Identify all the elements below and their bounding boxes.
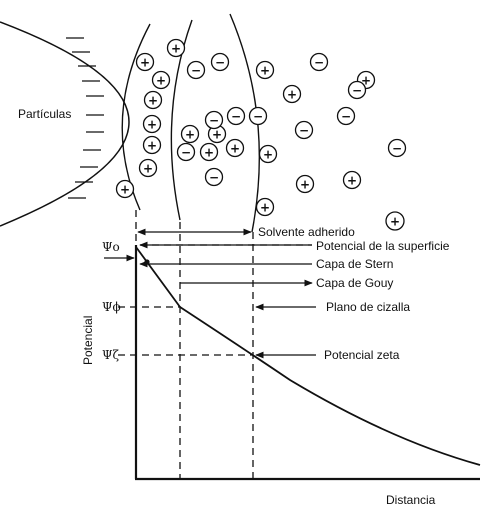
ion-sign: + <box>287 87 297 101</box>
negative-ion: − <box>347 80 367 100</box>
negative-ion: − <box>226 106 246 126</box>
y-axis-label: Potencial <box>81 316 95 365</box>
positive-ion: + <box>342 170 362 190</box>
ion-sign: + <box>147 138 157 152</box>
ion-sign: + <box>140 55 150 69</box>
ion-sign: + <box>390 215 400 229</box>
ion-sign: − <box>209 170 219 184</box>
negative-ion: − <box>186 60 206 80</box>
positive-ion: + <box>115 179 135 199</box>
positive-ion: + <box>199 142 219 162</box>
ion-sign: + <box>260 200 270 214</box>
ion-sign: + <box>171 41 181 55</box>
ion-sign: + <box>212 127 222 141</box>
negative-ion: − <box>294 120 314 140</box>
psi-0-label: Ψo <box>102 240 120 254</box>
positive-ion: + <box>225 138 245 158</box>
positive-ion: + <box>142 135 162 155</box>
particles-label: Partículas <box>18 107 71 121</box>
negative-ion: − <box>204 167 224 187</box>
ions-group: +++++++++++++++++++−−−−−−−−−−−− <box>115 38 407 217</box>
positive-ion: + <box>166 38 186 58</box>
positive-ion: + <box>207 124 227 144</box>
solvent-adhered-label: Solvente adherido <box>258 225 355 239</box>
positive-ion: + <box>255 60 275 80</box>
ion-sign: + <box>120 182 130 196</box>
negative-ion: − <box>248 106 268 126</box>
zeta-potential-label: Potencial zeta <box>324 348 400 362</box>
stern-potential-dot <box>144 259 150 265</box>
ion-sign: + <box>260 63 270 77</box>
negative-ion: − <box>204 110 224 130</box>
negative-ion: − <box>176 142 196 162</box>
ion-sign: + <box>147 117 157 131</box>
positive-ion: + <box>180 124 200 144</box>
positive-ion: + <box>151 70 171 90</box>
ion-sign: + <box>361 73 371 87</box>
ion-sign: − <box>299 123 309 137</box>
ion-sign: + <box>347 173 357 187</box>
ion-sign: + <box>204 145 214 159</box>
positive-ion: + <box>295 174 315 194</box>
negative-ion: − <box>387 138 407 158</box>
shear-plane-label: Plano de cizalla <box>326 300 410 314</box>
x-axis-label: Distancia <box>386 493 436 507</box>
ion-sign: − <box>231 109 241 123</box>
ion-sign: − <box>314 55 324 69</box>
ion-sign: + <box>300 177 310 191</box>
psi-zeta-label: Ψζ <box>102 348 120 362</box>
psi-phi-label: Ψϕ <box>102 300 121 314</box>
ion-sign: + <box>230 141 240 155</box>
positive-ion: + <box>282 84 302 104</box>
positive-ion: + <box>258 144 278 164</box>
ion-sign: − <box>181 145 191 159</box>
ion-sign: − <box>341 109 351 123</box>
stern-layer-label: Capa de Stern <box>316 257 393 271</box>
gouy-layer-label: Capa de Gouy <box>316 276 393 290</box>
ion-sign: + <box>185 127 195 141</box>
positive-ion: + <box>135 52 155 72</box>
potential-curve <box>135 246 481 466</box>
surface-potential-label: Potencial de la superficie <box>316 239 450 253</box>
negative-ion: − <box>210 52 230 72</box>
positive-ion: + <box>138 158 158 178</box>
positive-ion: + <box>255 197 275 217</box>
ion-sign: − <box>209 113 219 127</box>
ion-sign: − <box>352 83 362 97</box>
negative-ion: − <box>309 52 329 72</box>
ion-sign: − <box>191 63 201 77</box>
ion-sign: + <box>156 73 166 87</box>
ion-sign: + <box>263 147 273 161</box>
gouy-boundary-arc <box>170 19 193 221</box>
particle-surface-charges <box>66 37 104 199</box>
ion-sign: − <box>253 109 263 123</box>
positive-ion: + <box>143 90 163 110</box>
ion-sign: + <box>143 161 153 175</box>
negative-ion: − <box>336 106 356 126</box>
positive-ion: + <box>142 114 162 134</box>
particle-boundary <box>0 21 130 227</box>
ion-sign: + <box>148 93 158 107</box>
positive-ion: + <box>385 211 405 231</box>
ion-sign: − <box>215 55 225 69</box>
ion-sign: − <box>392 141 402 155</box>
